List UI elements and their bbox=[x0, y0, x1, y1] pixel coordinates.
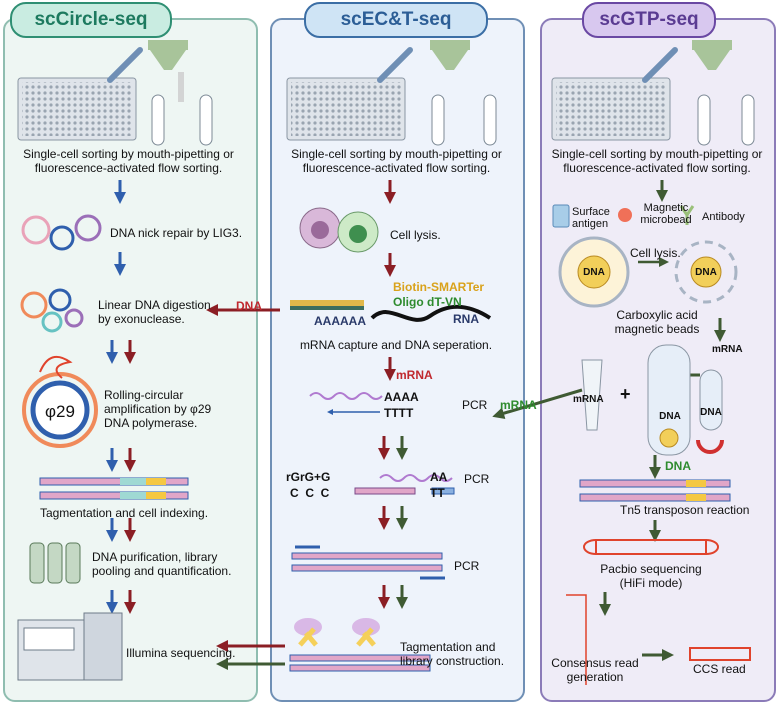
nick-repair-text: DNA nick repair by LIG3. bbox=[110, 226, 243, 240]
scgtp-sorting-text: Single-cell sorting by mouth-pipetting o… bbox=[551, 147, 763, 175]
cell-with-beads-icon bbox=[558, 236, 738, 308]
mrna-capture-icon bbox=[290, 300, 492, 322]
rca-icon bbox=[22, 355, 98, 448]
rgrg-label: rGrG+G bbox=[286, 470, 331, 484]
polyA-label: AAAAAA bbox=[314, 314, 366, 328]
purification-text: DNA purification, library pooling and qu… bbox=[92, 550, 232, 578]
scect-title: scEC&T-seq bbox=[304, 2, 488, 38]
consensus-icon bbox=[566, 594, 751, 685]
tt-label: TT bbox=[430, 486, 445, 500]
pcr1-label: PCR bbox=[462, 398, 488, 412]
scect-sorting-text: Single-cell sorting by mouth-pipetting o… bbox=[291, 147, 502, 175]
tagmentation-text: Tagmentation and cell indexing. bbox=[39, 506, 209, 520]
antibody-label: Antibody bbox=[702, 211, 745, 223]
sccircle-sorting-text: Single-cell sorting by mouth-pipetting o… bbox=[23, 147, 234, 175]
nick-repair-icon bbox=[21, 214, 102, 251]
dna-cell2-label: DNA bbox=[695, 267, 717, 278]
scgtp-title: scGTP-seq bbox=[582, 2, 716, 38]
legend-icons bbox=[552, 204, 695, 228]
tagmentation-icon bbox=[289, 618, 431, 672]
consensus-text: Consensus read generation bbox=[551, 656, 639, 684]
right-dna-bars bbox=[579, 479, 731, 502]
aaaa-label: AAAA bbox=[384, 390, 419, 404]
mrna-tube2-label: mRNA bbox=[573, 394, 604, 405]
mrna-transfer-label: mRNA bbox=[500, 398, 537, 412]
plate-icon bbox=[17, 40, 213, 146]
surface-antigen-label: Surface antigen bbox=[572, 206, 610, 230]
sequencer-icon bbox=[17, 612, 123, 681]
ccc-label: C C C bbox=[290, 486, 330, 500]
illumina-text: Illumina sequencing. bbox=[126, 646, 236, 660]
pcr2-strands bbox=[354, 474, 455, 495]
dna-tube-label: DNA bbox=[659, 411, 681, 422]
sccircle-title: scCircle-seq bbox=[10, 2, 172, 38]
dna-tag: DNA bbox=[665, 459, 691, 473]
pcr3-label: PCR bbox=[454, 559, 480, 573]
pcr3-strands bbox=[291, 545, 445, 580]
rca-text: Rolling-circular amplification by φ29 DN… bbox=[104, 388, 212, 430]
dna-tube2-label: DNA bbox=[700, 407, 722, 418]
mrna-tag: mRNA bbox=[396, 368, 433, 382]
dna-transfer-label: DNA bbox=[236, 299, 262, 313]
tttt-label: TTTT bbox=[384, 406, 414, 420]
plate-icon bbox=[286, 40, 497, 146]
pacbio-text: Pacbio sequencing (HiFi mode) bbox=[600, 562, 702, 590]
phi29-label: φ29 bbox=[45, 402, 75, 421]
tubes-icon bbox=[581, 344, 724, 456]
cell-lysis-text: Cell lysis. bbox=[390, 228, 441, 242]
dna-cell1-label: DNA bbox=[583, 267, 605, 278]
rna-label: RNA bbox=[453, 312, 479, 326]
oligo-label: Oligo dT-VN bbox=[393, 295, 462, 309]
plate-icon bbox=[551, 40, 755, 146]
purification-icon bbox=[29, 542, 81, 584]
carboxylic-text: Carboxylic acid magnetic beads bbox=[614, 308, 700, 336]
transfer-arrows bbox=[206, 304, 583, 670]
smrtbell-icon bbox=[583, 539, 719, 555]
aa-label: AA bbox=[430, 470, 448, 484]
capture-text: mRNA capture and DNA seperation. bbox=[299, 338, 493, 352]
right-lysis-text: Cell lysis. bbox=[630, 246, 681, 260]
middle-flow-arrows bbox=[378, 180, 408, 609]
tn5-text: Tn5 transposon reaction bbox=[620, 503, 750, 517]
left-flow-arrows bbox=[106, 180, 136, 614]
pcr1-strands bbox=[309, 392, 383, 415]
left-dna-bars bbox=[39, 477, 189, 500]
mrna-tube-label: mRNA bbox=[712, 344, 743, 355]
digestion-text: Linear DNA digestion by exonuclease. bbox=[98, 298, 211, 326]
library-text: Tagmentation and library construction. bbox=[400, 640, 505, 668]
magnetic-microbead-label: Magnetic microbead bbox=[640, 202, 692, 226]
biotin-label: Biotin-SMARTer bbox=[393, 280, 485, 294]
ccs-text: CCS read bbox=[693, 662, 746, 676]
digestion-icon bbox=[20, 288, 84, 333]
pcr2-label: PCR bbox=[464, 472, 490, 486]
cell-lysis-icon bbox=[299, 207, 379, 253]
plus-label: + bbox=[620, 384, 631, 404]
